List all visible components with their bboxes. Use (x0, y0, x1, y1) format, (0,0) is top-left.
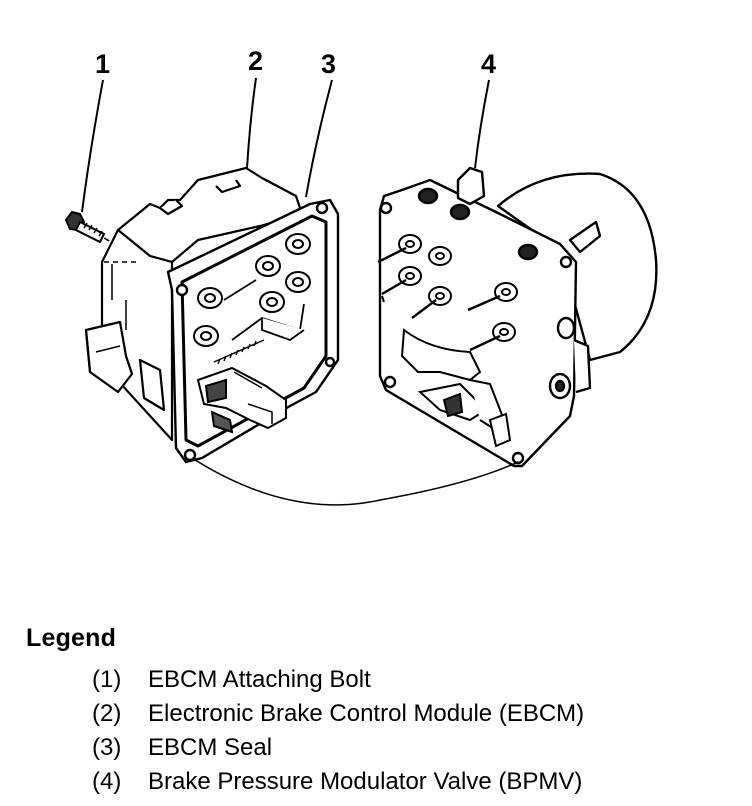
legend-item-label: EBCM Seal (148, 734, 273, 761)
legend-item-number: (1) (92, 666, 122, 693)
callout-2: 2 (248, 46, 263, 76)
legend-item: (2) Electronic Brake Control Module (EBC… (26, 697, 746, 731)
seal-alignment-arc (191, 457, 519, 506)
legend-title: Legend (26, 624, 117, 652)
callout-1: 1 (95, 49, 110, 79)
ebcm-bpmv-exploded-diagram: 1 2 3 4 (64, 46, 658, 506)
callout-3: 3 (321, 49, 336, 79)
legend-item-label: Electronic Brake Control Module (EBCM) (148, 700, 585, 727)
legend-item-number: (4) (92, 768, 122, 795)
callout-4: 4 (481, 49, 496, 79)
legend-item-label: Brake Pressure Modulator Valve (BPMV) (148, 768, 583, 795)
leader-line-2 (246, 77, 257, 169)
legend-item-label: EBCM Attaching Bolt (148, 666, 371, 693)
bpmv-valve-bosses (377, 234, 518, 448)
legend: Legend (1) EBCM Attaching Bolt (2) Elect… (26, 624, 746, 799)
leader-line-4 (474, 79, 490, 169)
ebcm-internal-coils (193, 233, 311, 434)
legend-item-number: (3) (92, 734, 122, 761)
leader-line-1 (81, 79, 104, 213)
leader-lines (81, 77, 490, 213)
brake-pressure-modulator-valve (378, 166, 658, 468)
legend-item: (3) EBCM Seal (26, 731, 746, 765)
legend-item-number: (2) (92, 700, 122, 727)
legend-item: (4) Brake Pressure Modulator Valve (BPMV… (26, 765, 746, 799)
legend-item: (1) EBCM Attaching Bolt (26, 663, 746, 697)
ebcm-module (84, 166, 304, 442)
ebcm-attaching-bolt (64, 210, 141, 259)
leader-line-3 (305, 79, 333, 198)
